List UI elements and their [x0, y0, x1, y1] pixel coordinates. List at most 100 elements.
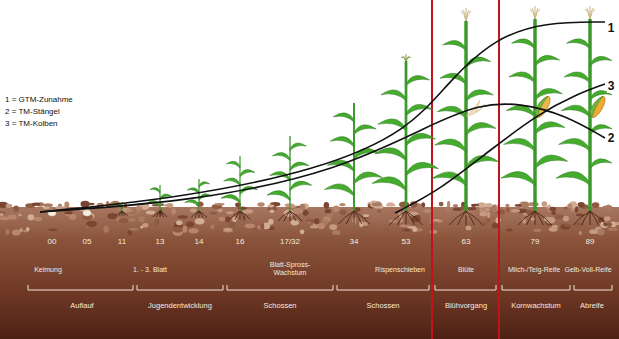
pebble [257, 202, 264, 207]
pebble [483, 222, 486, 227]
leaf [535, 122, 565, 134]
pebble [210, 224, 214, 229]
pebble [18, 214, 22, 216]
leaf [559, 138, 590, 151]
root [398, 211, 406, 225]
leaf [324, 184, 354, 196]
leaf [561, 105, 590, 117]
root [590, 211, 591, 225]
pebble [225, 216, 230, 222]
stage-code: 05 [83, 238, 92, 247]
phase-name: Schossen [264, 302, 297, 310]
pebble [555, 215, 564, 219]
pebble [363, 222, 368, 226]
stage-name: 1. - 3. Blatt [133, 266, 167, 274]
root [466, 211, 474, 225]
leaf [372, 177, 406, 191]
pebble [325, 209, 332, 213]
pebble [6, 204, 13, 208]
root [535, 211, 552, 225]
pebble [372, 203, 382, 207]
pebble [492, 204, 498, 211]
pebble [142, 204, 148, 209]
pebble [244, 224, 255, 229]
pebble [592, 202, 600, 208]
pebble [238, 206, 247, 209]
pebble [446, 206, 450, 212]
root [582, 211, 590, 225]
leaf [509, 72, 535, 83]
soil-ground [0, 207, 619, 339]
bracket [137, 285, 223, 290]
leaf [406, 162, 439, 175]
leaf [185, 200, 199, 207]
pebble [486, 218, 490, 223]
root [290, 211, 302, 221]
leaf [406, 75, 430, 85]
root [338, 211, 354, 224]
growth-curve [40, 22, 605, 212]
root [160, 211, 167, 217]
leaf [240, 170, 255, 177]
root [406, 211, 414, 225]
pebble [243, 209, 254, 213]
stage-code: 11 [118, 238, 126, 247]
stage-name: Blüte [458, 266, 474, 274]
pebble [363, 215, 370, 219]
stage-code: 63 [462, 238, 471, 247]
pebble [5, 229, 9, 235]
pebble [19, 228, 23, 232]
pebble [479, 211, 487, 216]
pebble [421, 202, 425, 207]
pebble [140, 226, 143, 229]
pebble [119, 218, 129, 224]
cob-kernels [533, 94, 553, 119]
stage-code: 14 [195, 238, 204, 247]
leaf [564, 72, 590, 83]
bracket [227, 285, 333, 290]
legend-text: 1 = GTM-Zunahme [5, 96, 73, 105]
pebble [412, 227, 417, 232]
growth-curve [395, 84, 605, 213]
pebble [182, 226, 187, 233]
pebble [306, 219, 313, 222]
stage-code: 89 [586, 238, 595, 247]
curve-number: 3 [607, 80, 616, 93]
pebble [223, 228, 233, 232]
root [235, 211, 240, 220]
root [116, 211, 122, 216]
leaf [501, 172, 535, 186]
pebble [171, 208, 176, 214]
pebble [23, 230, 27, 232]
curve-number: 1 [607, 22, 616, 35]
pebble [453, 204, 458, 207]
pebble [195, 218, 205, 224]
pebble [128, 230, 133, 235]
tassel [466, 11, 471, 21]
root [153, 211, 160, 217]
pebble [506, 207, 509, 212]
stage-code: 34 [350, 238, 359, 247]
pebble [564, 224, 572, 226]
pebble [423, 209, 432, 213]
pebble [12, 229, 21, 235]
pebble [309, 230, 316, 236]
leaf [224, 178, 240, 186]
root [389, 211, 406, 225]
bracket [435, 285, 496, 290]
pebble [399, 230, 407, 234]
pebble [533, 228, 541, 232]
leaf [290, 181, 312, 190]
root [406, 211, 423, 225]
pebble [506, 229, 512, 232]
stage-name: Blatt-Spross-Wachstum [263, 261, 317, 276]
pebble [260, 223, 264, 230]
leaf [381, 90, 406, 101]
leaf [199, 182, 210, 188]
pebble [363, 214, 370, 217]
leaf [435, 139, 466, 152]
pebble [324, 202, 330, 209]
pebble [303, 210, 309, 216]
